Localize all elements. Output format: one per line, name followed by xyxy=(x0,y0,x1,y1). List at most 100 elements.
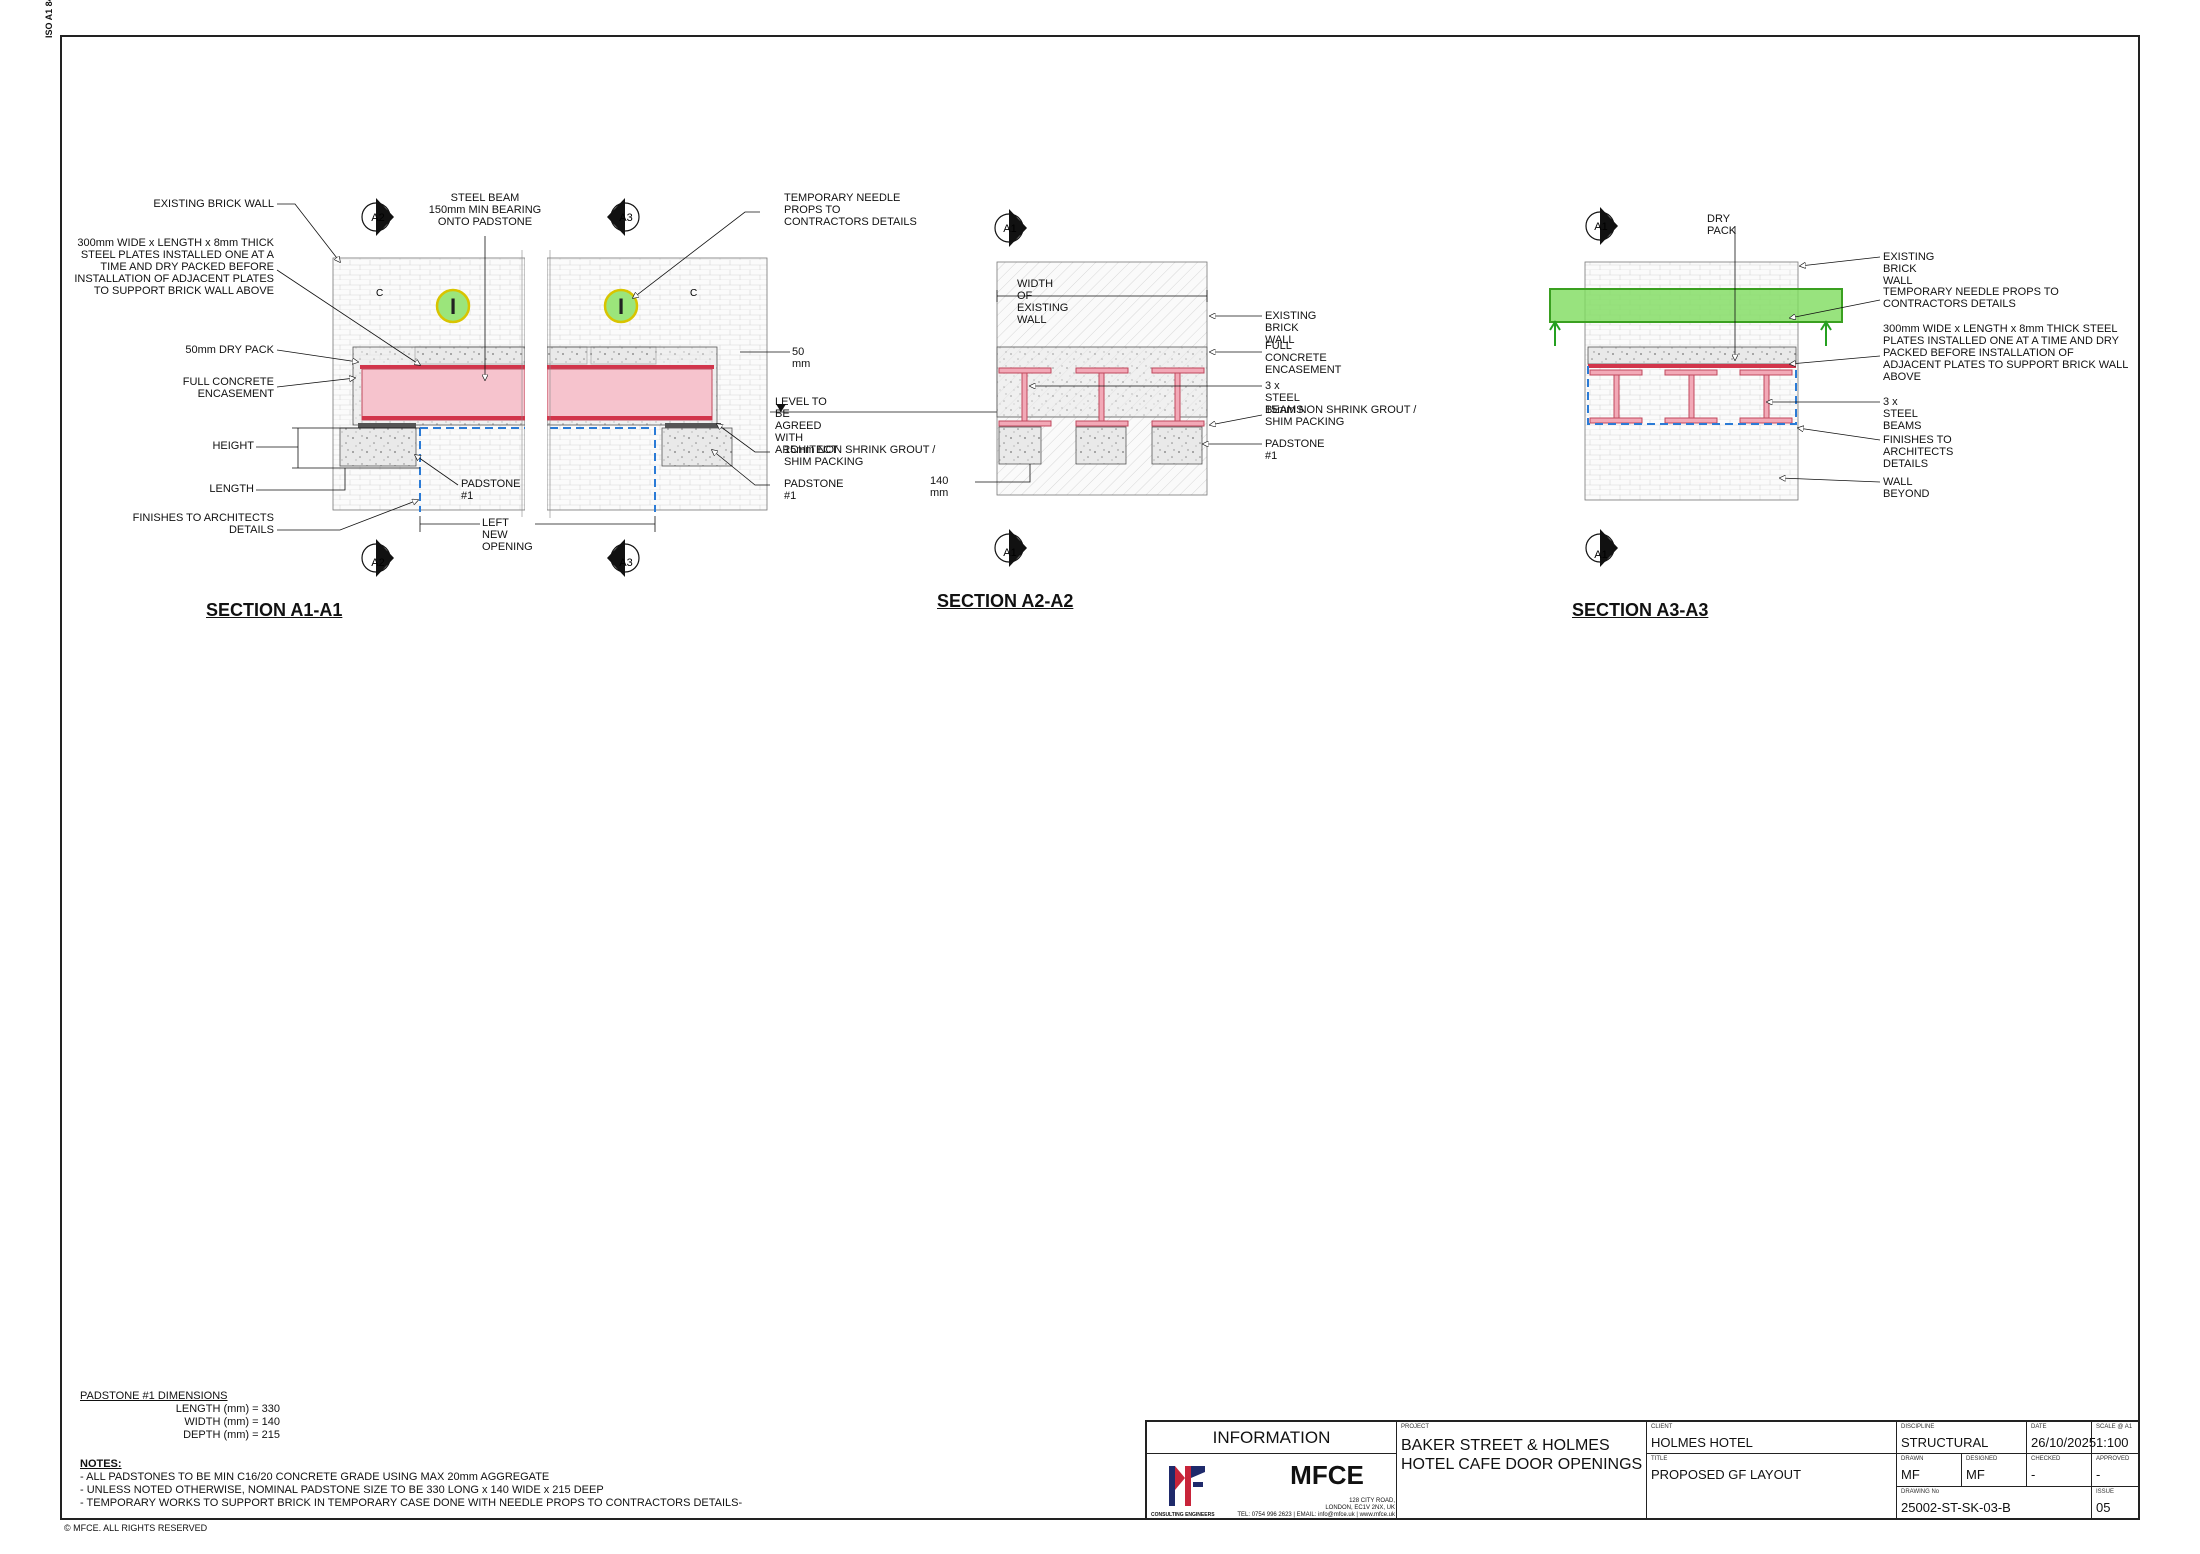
section-a1-drawing: I I C C A2 A3 A2 xyxy=(256,198,1000,577)
section-marker-a1-top-a3: A1 xyxy=(1585,207,1618,245)
section-a2-title: SECTION A2-A2 xyxy=(937,591,1074,611)
svg-text:A2: A2 xyxy=(371,212,384,224)
level-triangle xyxy=(776,404,786,412)
padstone-width: WIDTH (mm) = 140 xyxy=(184,1416,280,1428)
approved-value: - xyxy=(2096,1467,2101,1482)
discipline-value: STRUCTURAL xyxy=(1901,1435,1989,1450)
label-grout-a2: 15mm NON SHRINK GROUT /SHIM PACKING xyxy=(1265,404,1417,428)
section-a2-drawing: A1 A1 xyxy=(975,209,1263,567)
padstone-a2-1 xyxy=(998,426,1042,465)
new-opening-outline xyxy=(419,427,656,512)
prop-arrows xyxy=(1554,322,1827,346)
label-finishes-a3: FINISHES TO ARCHITECTS DETAILS xyxy=(1883,434,1954,470)
scale-value: 1:100 xyxy=(2096,1435,2129,1450)
steel-plate-left xyxy=(360,365,525,369)
label-140mm: 140 mm xyxy=(930,475,949,499)
title-value: PROPOSED GF LAYOUT xyxy=(1651,1467,1802,1482)
approved-cell: APPROVED- xyxy=(2092,1454,2140,1487)
copyright: © MFCE. ALL RIGHTS RESERVED xyxy=(64,1523,208,1533)
padstone-depth: DEPTH (mm) = 215 xyxy=(183,1429,280,1441)
label-grout: 15mm NON SHRINK GROUT /SHIM PACKING xyxy=(784,444,936,468)
padstone-length: LENGTH (mm) = 330 xyxy=(175,1403,280,1415)
client-value: HOLMES HOTEL xyxy=(1651,1435,1753,1450)
padstone-dimensions-heading: PADSTONE #1 DIMENSIONS xyxy=(80,1390,228,1402)
section-marker-a2-top: A2 xyxy=(361,198,394,236)
grout-left xyxy=(358,423,416,428)
prop-arrowheads xyxy=(1549,320,1832,331)
label-dry-pack-a3: DRY PACK xyxy=(1707,213,1737,237)
label-50mm: 50 mm xyxy=(792,346,811,370)
svg-text:A1: A1 xyxy=(1003,223,1016,235)
beam-symbol-right xyxy=(603,288,639,324)
label-length: LENGTH xyxy=(209,483,254,495)
label-existing-brick-wall-a3: EXISTING BRICK WALL xyxy=(1883,251,1935,287)
section-a3-title: SECTION A3-A3 xyxy=(1572,600,1709,620)
steel-plate-a3 xyxy=(1588,364,1796,368)
section-marker-a1-bottom-a3: A1 xyxy=(1585,529,1618,567)
logo-caption: CONSULTING ENGINEERS xyxy=(1151,1512,1215,1518)
notes-block: PADSTONE #1 DIMENSIONS LENGTH (mm) = 330… xyxy=(80,1390,742,1510)
label-padstone-left: PADSTONE #1 xyxy=(461,478,521,502)
label-width-existing-wall: WIDTH OF EXISTING WALL xyxy=(1017,278,1069,326)
notes-heading: NOTES: xyxy=(80,1458,122,1470)
checked-value: - xyxy=(2031,1467,2036,1482)
section-marker-a1-top: A1 xyxy=(994,209,1027,247)
grout-right xyxy=(665,423,721,428)
padstone-left xyxy=(339,427,417,467)
section-a1-title: SECTION A1-A1 xyxy=(206,600,343,620)
label-existing-brick-wall-a2: EXISTING BRICK WALL xyxy=(1265,310,1317,346)
beam-flange-left xyxy=(362,416,525,420)
needle-prop-beam xyxy=(1549,288,1843,323)
dry-pack-a3 xyxy=(1587,346,1797,365)
i-beam-icon: I xyxy=(450,294,456,319)
note-item: - ALL PADSTONES TO BE MIN C16/20 CONCRET… xyxy=(80,1471,550,1483)
label-padstone-right: PADSTONE #1 xyxy=(784,478,844,502)
svg-text:A3: A3 xyxy=(619,212,632,224)
steel-beam-right xyxy=(546,368,713,421)
checked-cell: CHECKED- xyxy=(2027,1454,2092,1487)
section-marker-a3-bottom: A3 xyxy=(607,539,640,577)
drawing-number-value: 25002-ST-SK-03-B xyxy=(1901,1500,2011,1515)
centerline-mark: C xyxy=(690,288,697,299)
title-block: INFORMATION CONSULTING ENGINEERS MFCE 12… xyxy=(1145,1420,2140,1520)
label-dry-pack: 50mm DRY PACK xyxy=(185,344,274,356)
padstone-right xyxy=(661,427,733,467)
company-address: 128 CITY ROAD, LONDON, EC1V 2NX, UK TEL:… xyxy=(1237,1498,1395,1518)
wall-break xyxy=(525,250,547,518)
beam-symbol-left xyxy=(435,288,471,324)
svg-text:A3: A3 xyxy=(619,557,632,569)
padstone-a2-2 xyxy=(1075,426,1127,465)
svg-text:A1: A1 xyxy=(1003,547,1016,559)
label-steel-beams-a3: 3 x STEEL BEAMS xyxy=(1883,396,1922,432)
i-beam-icon: I xyxy=(618,294,624,319)
section-marker-a2-bottom: A2 xyxy=(361,539,394,577)
label-wall-beyond: WALL BEYOND xyxy=(1883,476,1930,500)
svg-text:A2: A2 xyxy=(371,557,384,569)
label-level: LEVEL TO BE AGREED WITH ARCHITECT xyxy=(775,396,838,456)
svg-text:A1: A1 xyxy=(1594,549,1607,561)
section-a3-leaders xyxy=(1735,226,1881,483)
company-logo-area: CONSULTING ENGINEERS MFCE 128 CITY ROAD,… xyxy=(1147,1454,1397,1520)
svg-text:A1: A1 xyxy=(1594,221,1607,233)
centerline-mark: C xyxy=(376,288,383,299)
section-marker-a3-top: A3 xyxy=(607,198,640,236)
beam-flange-right xyxy=(547,416,712,420)
label-left-new-opening: LEFT NEW OPENING xyxy=(480,517,535,553)
